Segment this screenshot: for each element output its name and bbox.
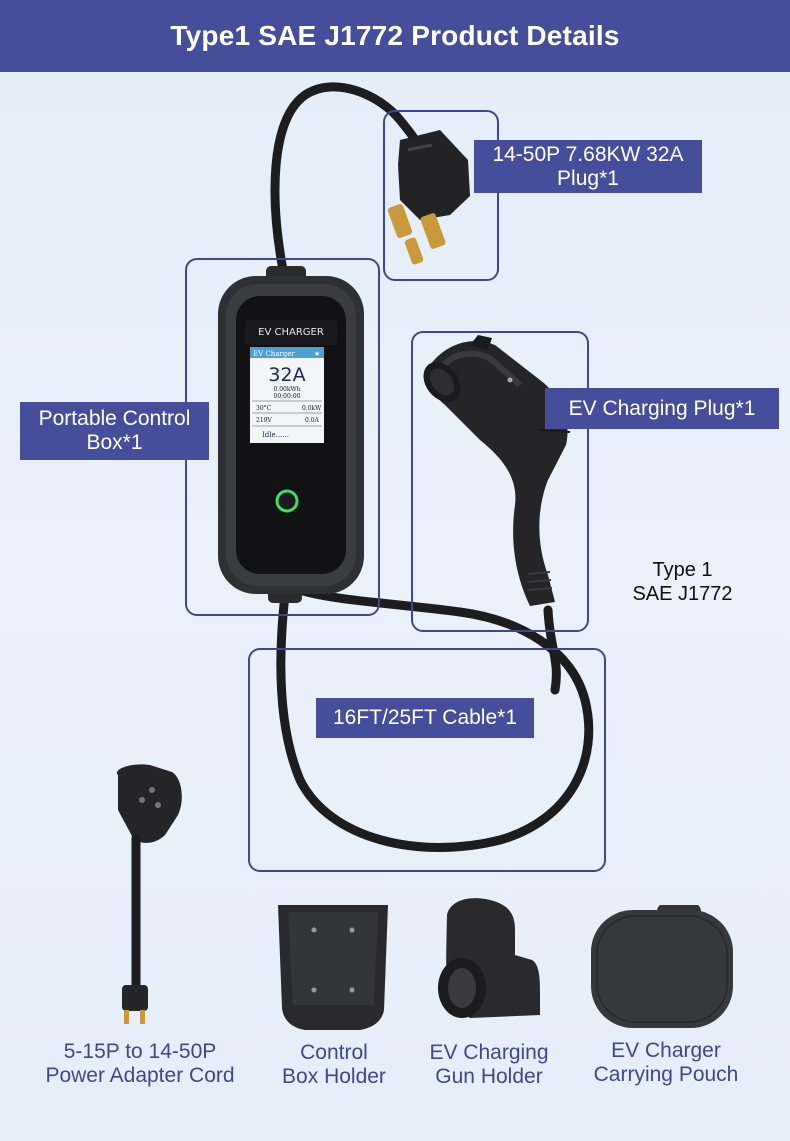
cable-label: 16FT/25FT Cable*1 — [316, 698, 534, 738]
gun-cable — [543, 605, 561, 695]
accessory-caption-line1: 5-15P to 14-50P — [63, 1040, 217, 1063]
accessory-caption-line2: Carrying Pouch — [593, 1063, 739, 1086]
screen-temp: 30°C — [256, 405, 272, 412]
connector-type-note: Type 1 SAE J1772 — [610, 558, 755, 606]
adapter-cord-icon — [116, 764, 182, 1024]
screen-amps: 0.0A — [305, 417, 320, 424]
accessory-caption-line1: EV Charging — [429, 1041, 549, 1064]
control-box-label: Portable Control Box*1 — [20, 402, 209, 460]
screen-title: EV Charger — [253, 350, 295, 358]
page-title: Type1 SAE J1772 Product Details — [0, 0, 790, 72]
charging-plug-frame — [411, 331, 589, 632]
connector-type-line2: SAE J1772 — [632, 583, 733, 605]
plug-label: 14-50P 7.68KW 32A Plug*1 — [474, 140, 702, 193]
accessory-caption-line1: EV Charger — [611, 1039, 721, 1062]
screen-voltage: 219V — [256, 417, 272, 424]
screen-power: 0.0kW — [302, 405, 322, 412]
screen-energy: 0.00kWh — [273, 386, 300, 393]
accessory-caption-line1: Control — [300, 1041, 368, 1064]
box-holder-icon — [278, 905, 388, 1030]
lower-cable — [276, 585, 594, 852]
cable-frame — [248, 648, 606, 872]
plug-frame — [383, 110, 499, 281]
accessory-caption-pouch: EV Charger Carrying Pouch — [576, 1039, 756, 1087]
control-box-label-line1: Portable Control — [38, 407, 191, 430]
plug-label-line2: Plug*1 — [557, 166, 619, 190]
connector-type-line1: Type 1 — [652, 559, 713, 581]
box-screen — [250, 347, 324, 443]
accessory-caption-line2: Box Holder — [282, 1065, 386, 1088]
upper-cable — [270, 82, 425, 275]
accessory-caption-gun-holder: EV Charging Gun Holder — [414, 1041, 564, 1089]
charging-gun-icon — [423, 335, 571, 606]
charging-plug-label: EV Charging Plug*1 — [545, 388, 779, 429]
screen-current: 32A — [268, 364, 305, 386]
accessory-caption-box-holder: Control Box Holder — [268, 1041, 400, 1089]
control-box-label-line2: Box*1 — [86, 431, 143, 454]
accessory-caption-line2: Gun Holder — [435, 1065, 543, 1088]
accessory-caption-line2: Power Adapter Cord — [45, 1064, 235, 1087]
control-box-frame — [185, 258, 380, 616]
screen-star-icon: ★ — [314, 350, 320, 358]
gun-holder-icon — [438, 898, 540, 1018]
carrying-pouch-icon — [591, 905, 733, 1028]
screen-status: Idle...... — [262, 431, 289, 439]
box-brand: EV CHARGER — [258, 327, 324, 338]
power-button — [275, 489, 299, 513]
accessory-caption-adapter: 5-15P to 14-50P Power Adapter Cord — [20, 1040, 260, 1088]
wall-plug-icon — [387, 130, 470, 265]
plug-label-line1: 14-50P 7.68KW 32A — [492, 142, 684, 166]
screen-time: 00:00:00 — [274, 393, 301, 400]
